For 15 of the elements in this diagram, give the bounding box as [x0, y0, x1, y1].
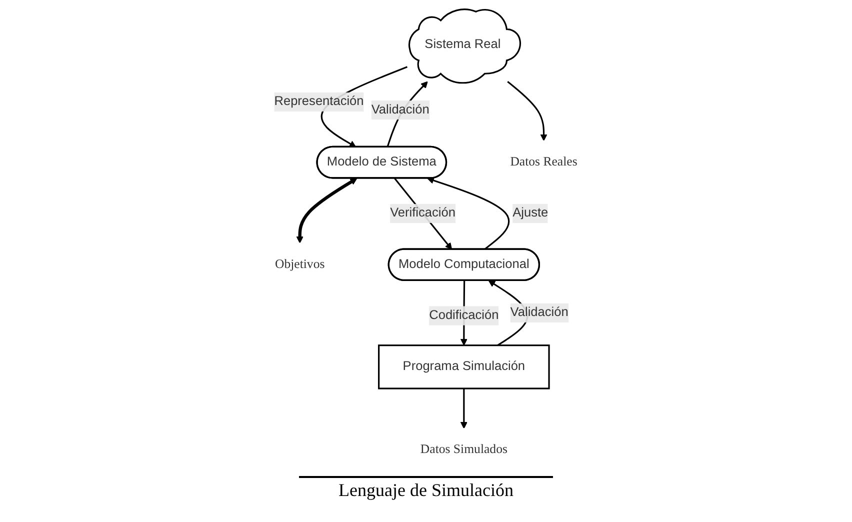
- edge-label: Validación: [510, 305, 568, 319]
- arrow: [296, 178, 357, 243]
- node-text: Datos Simulados: [420, 442, 508, 456]
- arrow: [506, 80, 548, 141]
- node-box: Programa Simulación: [378, 344, 550, 389]
- edge-label: Verificación: [390, 206, 456, 220]
- edge-label: Validación: [371, 102, 430, 116]
- arrow: [460, 388, 468, 428]
- node-text: Objetivos: [274, 256, 325, 270]
- node-text: Datos Reales: [510, 154, 578, 168]
- arrow: [426, 176, 510, 250]
- edge-label: Ajuste: [512, 206, 548, 220]
- edge-label: Codificación: [428, 308, 499, 322]
- bracket-caption: Lenguaje de Simulación: [298, 476, 554, 502]
- edge-label: Representación: [274, 94, 364, 108]
